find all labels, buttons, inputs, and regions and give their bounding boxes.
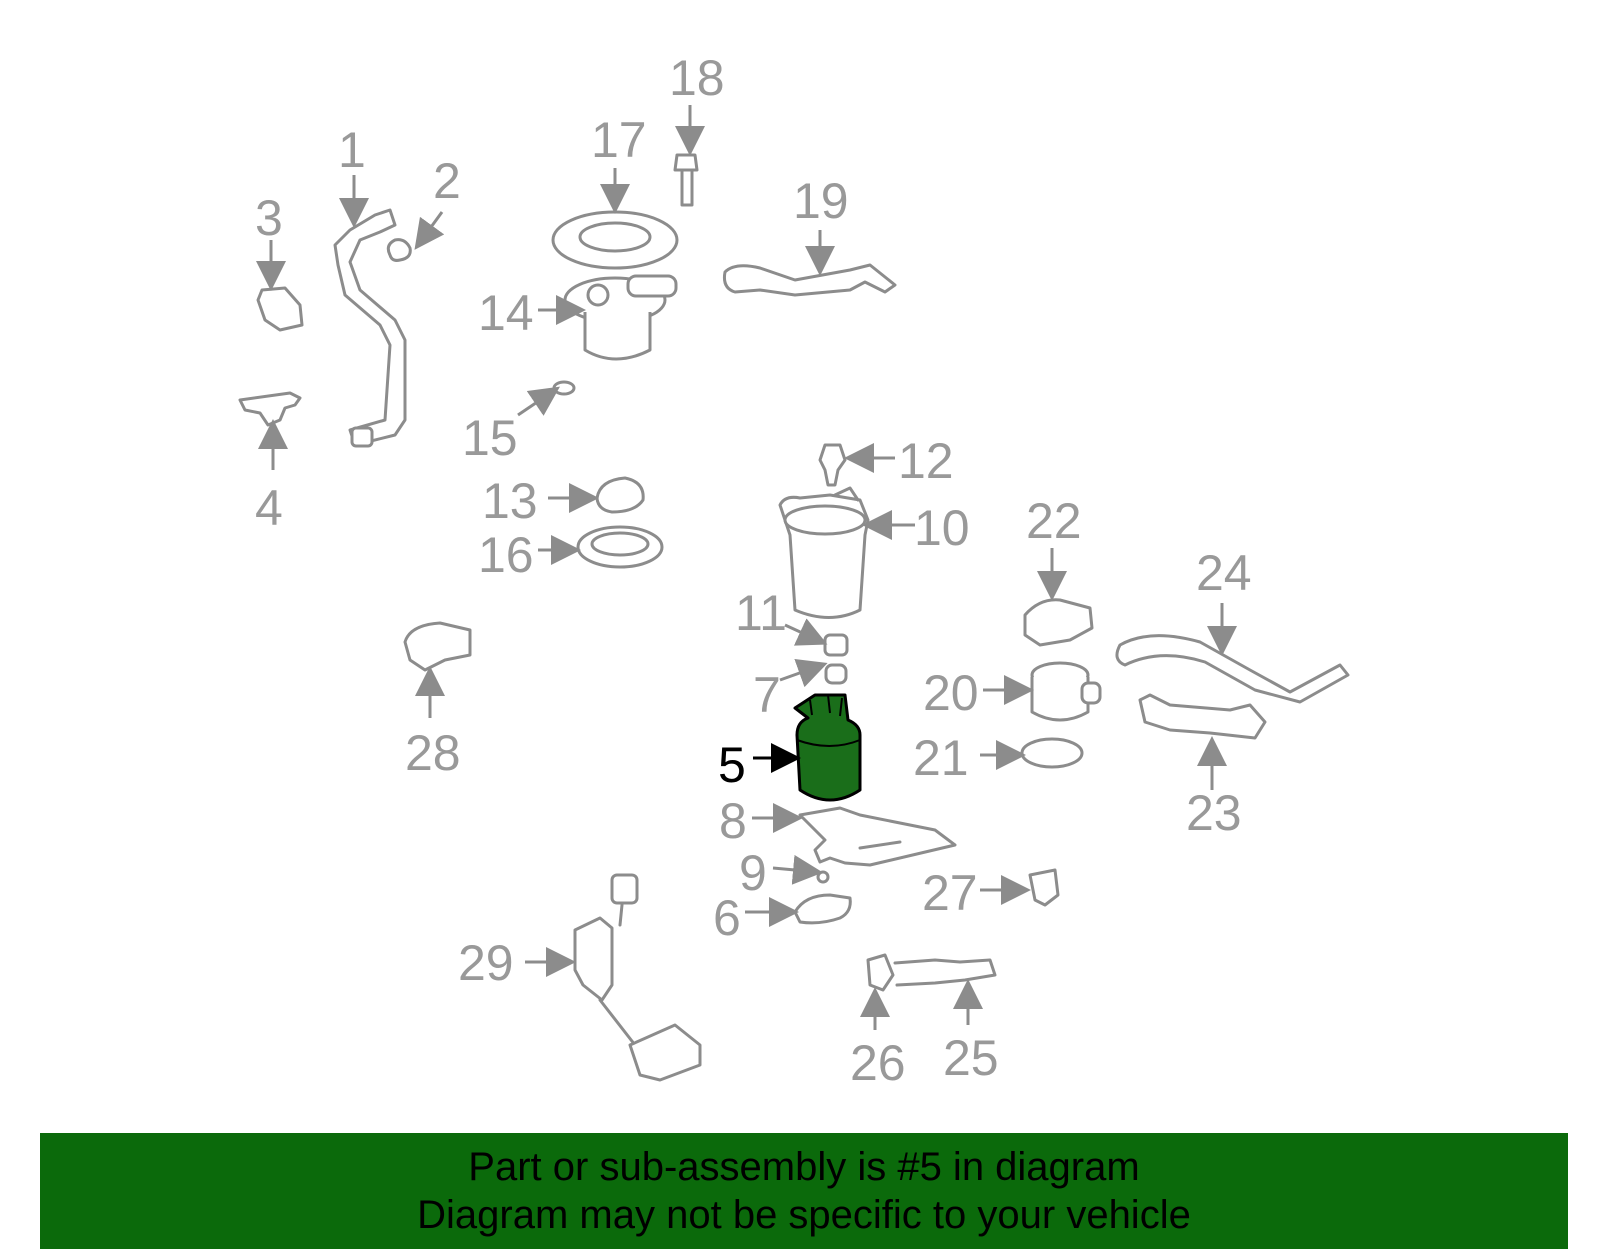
part-10-reservoir (778, 486, 870, 619)
callout-26: 26 (850, 1035, 906, 1091)
callout-28: 28 (405, 725, 461, 781)
banner-line-disclaimer: Diagram may not be specific to your vehi… (417, 1193, 1191, 1237)
callout-9: 9 (739, 845, 767, 901)
callout-13: 13 (482, 473, 538, 529)
callout-10: 10 (914, 500, 970, 556)
callout-19: 19 (793, 173, 849, 229)
part-9-clip (816, 870, 830, 884)
part-26-clamp (866, 953, 895, 992)
part-24-hose (1115, 634, 1350, 704)
callout-27: 27 (922, 865, 978, 921)
part-5-fuel-pump[interactable] (793, 693, 862, 802)
callout-7: 7 (753, 667, 781, 723)
part-27-clip (1028, 868, 1060, 907)
part-29-level-sensor (573, 873, 702, 1082)
part-13-cap (595, 476, 645, 514)
callout-18: 18 (669, 50, 725, 106)
part-17-lock-ring (551, 210, 679, 270)
part-3-clip (256, 286, 304, 332)
callout-5: 5 (718, 737, 746, 793)
callout-4: 4 (255, 480, 283, 536)
part-21-grommet (1020, 737, 1084, 769)
banner-line-part-number: Part or sub-assembly is #5 in diagram (468, 1145, 1140, 1189)
part-7-grommet (824, 663, 848, 685)
part-15-o-ring (552, 380, 576, 396)
part-20-valve (1030, 661, 1102, 722)
part-1-hose (333, 208, 407, 448)
callout-16: 16 (478, 527, 534, 583)
callout-12: 12 (898, 433, 954, 489)
callout-1: 1 (338, 122, 366, 178)
part-14-unit (563, 274, 678, 361)
callout-labels: 1 2 3 4 5 6 7 8 9 10 11 12 13 14 15 16 1… (255, 50, 1252, 1091)
callout-29: 29 (458, 935, 514, 991)
callout-arrows (256, 105, 1237, 1030)
callout-22: 22 (1026, 493, 1082, 549)
part-25-tube (893, 958, 997, 987)
callout-3: 3 (255, 190, 283, 246)
callout-14: 14 (478, 285, 534, 341)
part-12-valve (818, 443, 847, 487)
callout-17: 17 (591, 112, 647, 168)
part-18-bolt (673, 153, 699, 207)
callout-6: 6 (713, 890, 741, 946)
callout-23: 23 (1186, 785, 1242, 841)
part-8-strainer (798, 806, 957, 867)
callout-25: 25 (943, 1030, 999, 1086)
part-2-clamp (386, 238, 412, 262)
callout-20: 20 (923, 665, 979, 721)
part-4-bracket (238, 391, 302, 427)
callout-21: 21 (913, 730, 969, 786)
part-19-hose (723, 263, 897, 297)
callout-24: 24 (1196, 545, 1252, 601)
part-22-cap (1023, 598, 1094, 647)
part-23-hose (1138, 693, 1267, 740)
part-28-connector (403, 621, 472, 672)
callout-15: 15 (462, 410, 518, 466)
callout-11: 11 (735, 585, 787, 641)
callout-8: 8 (719, 793, 747, 849)
info-banner: Part or sub-assembly is #5 in diagram Di… (40, 1133, 1568, 1249)
callout-2: 2 (433, 153, 461, 209)
part-16-seal (576, 525, 664, 569)
part-11-insulator (823, 633, 849, 657)
part-6-cover (793, 893, 852, 925)
